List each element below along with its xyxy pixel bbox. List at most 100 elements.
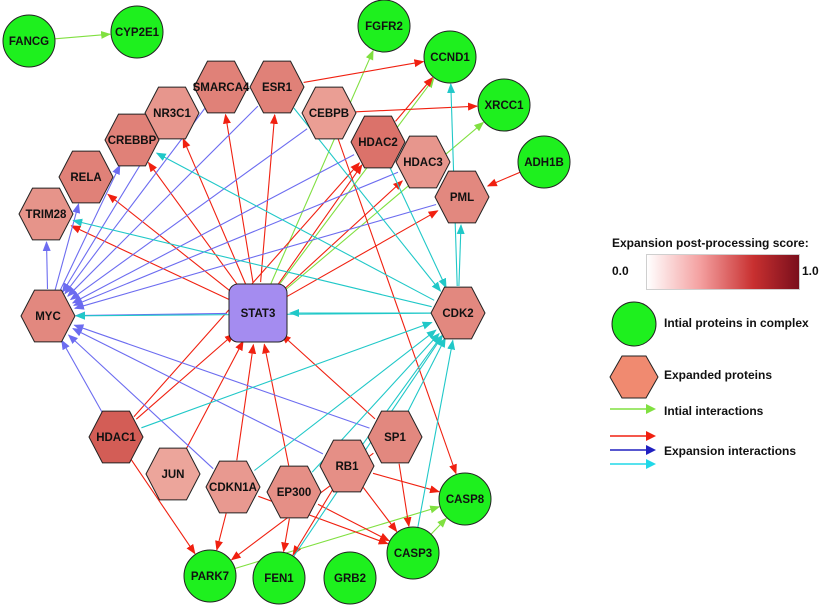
node-ccnd1-shape (423, 30, 477, 84)
node-casp8-shape (438, 472, 492, 526)
edge-hdac2-to-myc (71, 154, 355, 304)
legend-initial-proteins-label: Intial proteins in complex (664, 316, 809, 330)
node-casp3[interactable]: CASP3 (386, 526, 440, 580)
edge-hdac1-to-stat3 (135, 333, 235, 420)
node-ep300-shape (266, 465, 322, 519)
edge-casp3-to-cdk2 (417, 339, 456, 528)
node-cyp2e1[interactable]: CYP2E1 (110, 5, 164, 59)
node-label: EP300 (277, 487, 312, 499)
node-pml-shape (434, 170, 490, 224)
legend-expansion-interactions-label: Expansion interactions (664, 444, 797, 458)
legend-scale-min: 0.0 (612, 264, 629, 278)
edge-sp1-to-casp3 (398, 463, 412, 528)
legend-scale-max: 1.0 (802, 264, 819, 278)
edge-stat3-to-esr1 (260, 113, 278, 283)
node-label: CDKN1A (209, 482, 257, 494)
node-label: HDAC2 (358, 137, 398, 149)
node-sp1[interactable]: SP1 (367, 410, 423, 464)
node-myc[interactable]: MYC (20, 289, 76, 343)
edge-esr1-to-myc (67, 105, 259, 297)
node-stat3-shape (228, 283, 288, 343)
node-rela[interactable]: RELA (58, 150, 114, 204)
node-label: RB1 (335, 461, 359, 473)
edge-stat3-to-trim28 (70, 225, 231, 301)
node-ccnd1[interactable]: CCND1 (423, 30, 477, 84)
edge-hdac3-to-myc (72, 171, 399, 306)
node-grb2-shape (323, 551, 377, 605)
edge-cdkn1a-to-myc (67, 334, 214, 470)
node-xrcc1-shape (477, 78, 531, 132)
edge-pml-to-myc (73, 203, 437, 310)
node-trim28-shape (18, 187, 74, 241)
edge-cdkn1a-to-stat3 (236, 343, 257, 461)
edge-hdac1-to-myc (61, 339, 104, 414)
node-fgfr2[interactable]: FGFR2 (357, 0, 411, 53)
edge-stat3-to-smarca4 (223, 113, 254, 283)
node-park7[interactable]: PARK7 (183, 549, 237, 603)
edge-hdac1-to-cdk2 (141, 321, 433, 429)
node-hdac1[interactable]: HDAC1 (88, 410, 144, 464)
edge-rb1-to-casp3 (362, 487, 398, 533)
node-smarca4-shape (193, 60, 249, 114)
node-ep300[interactable]: EP300 (266, 465, 322, 519)
node-esr1-shape (249, 60, 305, 114)
edge-ep300-to-stat3 (262, 343, 290, 466)
node-label: CDK2 (442, 308, 473, 320)
node-rb1[interactable]: RB1 (319, 439, 375, 493)
edge-stat3-to-fgfr2 (269, 49, 374, 285)
node-label: SMARCA4 (193, 82, 250, 94)
edge-hdac2-to-ccnd1 (395, 76, 434, 122)
legend-expanded-proteins-label: Expanded proteins (664, 368, 773, 382)
edge-stat3-to-hdac3 (280, 180, 404, 293)
edge-esr1-to-ccnd1 (303, 59, 425, 83)
node-label: CASP8 (446, 494, 485, 506)
node-cebpb-shape (301, 86, 357, 140)
node-label: HDAC3 (403, 157, 443, 169)
edge-myc-to-crebbp (59, 164, 121, 292)
node-label: CEBPB (309, 108, 349, 120)
node-label: XRCC1 (485, 100, 525, 112)
node-xrcc1[interactable]: XRCC1 (477, 78, 531, 132)
edge-casp3-to-casp8 (430, 517, 447, 535)
node-fancg-shape (2, 14, 56, 68)
edge-rb1-to-myc (72, 328, 324, 455)
node-cebpb[interactable]: CEBPB (301, 86, 357, 140)
node-label: HDAC1 (96, 432, 136, 444)
legend-initial-interactions-label: Intial interactions (664, 404, 764, 418)
legend-title: Expansion post-processing score: (612, 236, 809, 250)
node-crebbp[interactable]: CREBBP (104, 113, 160, 167)
node-adh1b[interactable]: ADH1B (517, 135, 571, 189)
edge-sp1-to-stat3 (280, 333, 376, 420)
node-smarca4[interactable]: SMARCA4 (193, 60, 250, 114)
node-nr3c1[interactable]: NR3C1 (144, 86, 200, 140)
node-stat3[interactable]: STAT3 (228, 283, 288, 343)
node-fen1[interactable]: FEN1 (252, 551, 306, 605)
edge-cdk2-to-pml (456, 224, 465, 287)
node-esr1[interactable]: ESR1 (249, 60, 305, 114)
node-label: PML (450, 192, 474, 204)
legend-expanded-protein-hexagon-icon (609, 355, 659, 399)
edge-jun-to-stat3 (185, 340, 244, 451)
node-jun[interactable]: JUN (145, 447, 201, 501)
legend: Expansion post-processing score: 0.0 1.0… (606, 232, 820, 492)
node-grb2[interactable]: GRB2 (323, 551, 377, 605)
edge-ep300-to-casp3 (317, 503, 390, 542)
node-label: SP1 (384, 432, 406, 444)
edge-stat3-to-crebbp (147, 161, 241, 289)
node-sp1-shape (367, 410, 423, 464)
node-trim28[interactable]: TRIM28 (18, 187, 74, 241)
node-casp8[interactable]: CASP8 (438, 472, 492, 526)
node-fancg[interactable]: FANCG (2, 14, 56, 68)
node-fen1-shape (252, 551, 306, 605)
node-pml[interactable]: PML (434, 170, 490, 224)
edge-stat3-to-nr3c1 (182, 137, 247, 285)
node-crebbp-shape (104, 113, 160, 167)
node-cdkn1a[interactable]: CDKN1A (205, 460, 261, 514)
node-cdk2[interactable]: CDK2 (430, 286, 486, 340)
edge-cebpb-to-casp8 (337, 138, 457, 475)
node-hdac2[interactable]: HDAC2 (350, 115, 406, 169)
edge-stat3-to-hdac2 (275, 164, 363, 288)
node-hdac3[interactable]: HDAC3 (395, 135, 451, 189)
